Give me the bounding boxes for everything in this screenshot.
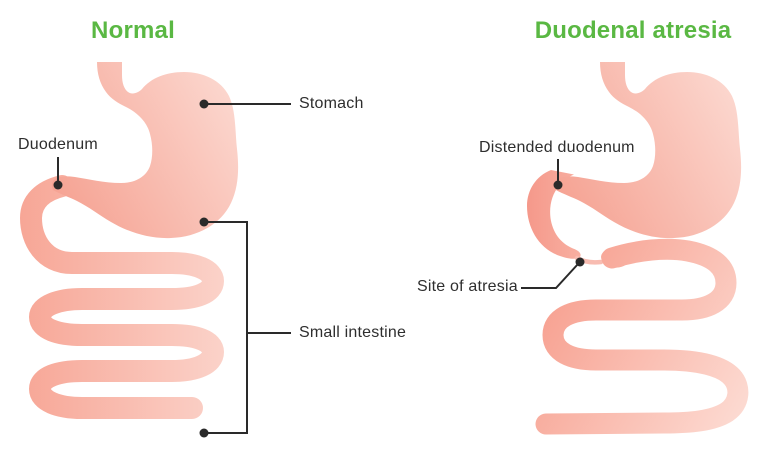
- small-intestine-bracket: [204, 221, 248, 434]
- duodenum-label: Duodenum: [18, 136, 98, 153]
- atresia-stomach-shape: [554, 62, 742, 239]
- distended-duodenum-label: Distended duodenum: [479, 139, 635, 156]
- site-of-atresia-leader-line: [521, 263, 579, 289]
- small-intestine-dot-top: [199, 217, 209, 227]
- atresia-distended-duodenum-shape: [527, 170, 581, 259]
- normal-panel-title: Normal: [91, 17, 175, 44]
- stomach-leader-dot: [199, 99, 209, 109]
- normal-stomach-shape: [51, 62, 239, 239]
- site-of-atresia-leader-dot: [575, 257, 585, 267]
- stomach-label: Stomach: [299, 95, 364, 112]
- small-intestine-dot-bottom: [199, 428, 209, 438]
- duodenum-leader-dot: [53, 180, 63, 190]
- distended-duodenum-leader-dot: [553, 180, 563, 190]
- normal-small-intestine-shape: [20, 175, 224, 419]
- duodenal-atresia-panel-title: Duodenal atresia: [534, 17, 732, 44]
- atresia-small-intestine-shape: [535, 238, 749, 435]
- site-of-atresia-label: Site of atresia: [417, 278, 518, 295]
- small-intestine-label: Small intestine: [299, 324, 407, 341]
